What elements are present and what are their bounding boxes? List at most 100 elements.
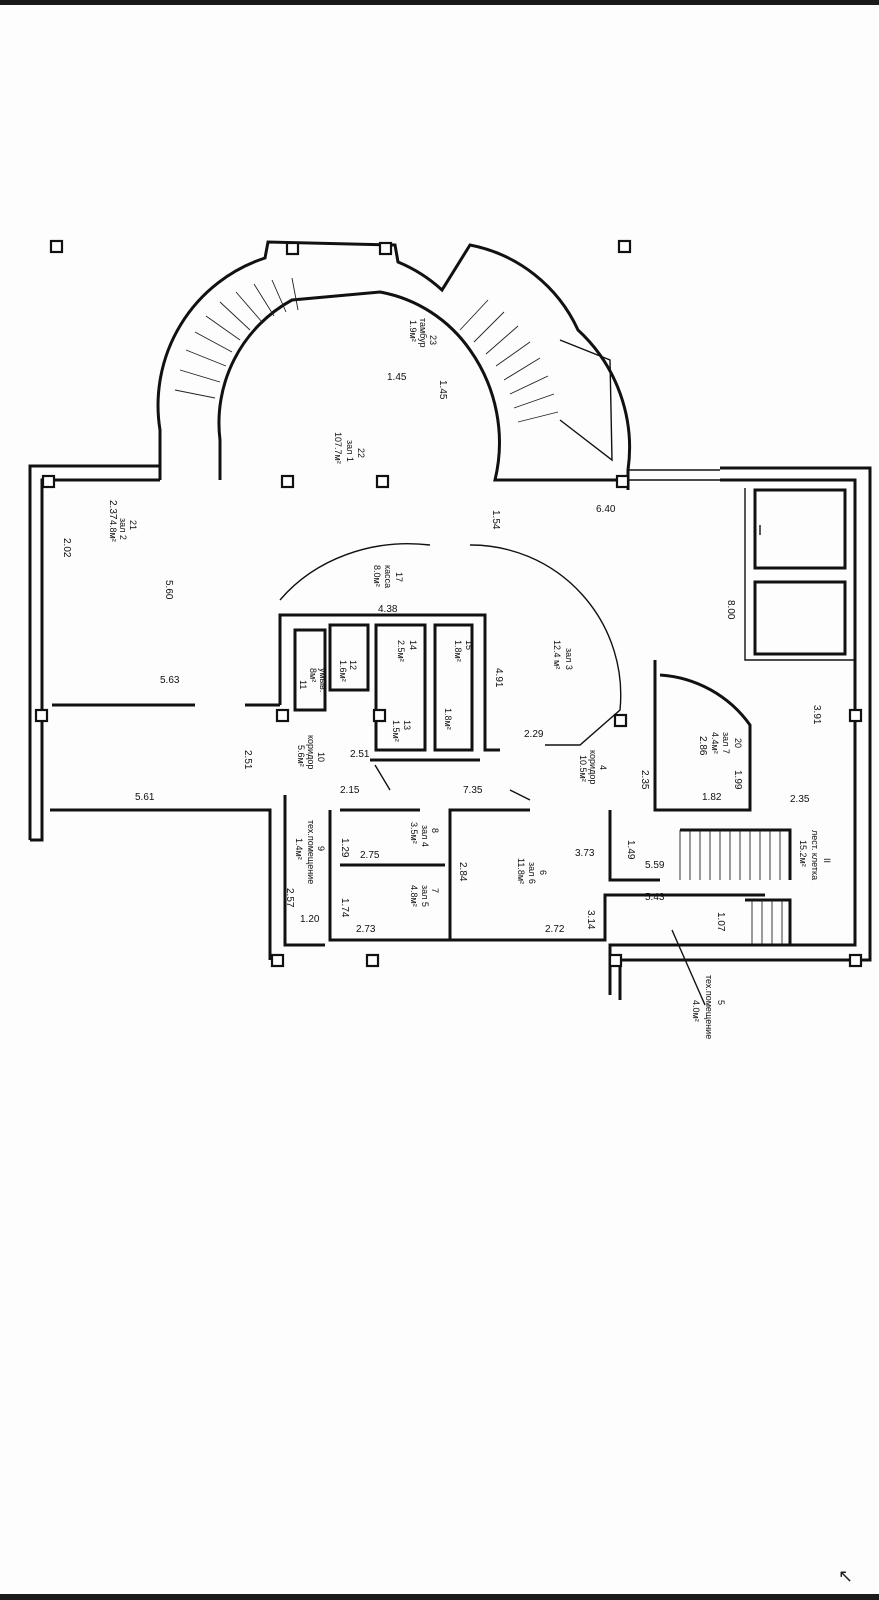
room-name: зал 4 (420, 825, 430, 847)
room-number: 10 (316, 752, 326, 762)
dimension-label: 2.02 (61, 538, 72, 558)
room-name: тамбур (418, 318, 428, 347)
room-area: 11.8м² (516, 858, 526, 884)
dimension-label: 5.63 (160, 675, 180, 686)
room-area: 8.0м² (372, 565, 382, 587)
dimension-label: 2.86 (697, 736, 708, 756)
dimension-label: 1.49 (625, 840, 636, 860)
curved-stair (174, 277, 613, 462)
room-area: 8м² (308, 668, 318, 682)
room-area: 1.6м² (338, 660, 348, 682)
room-name: зал 5 (420, 885, 430, 907)
dimension-label: 3.14 (585, 910, 596, 930)
room-number: II (822, 858, 832, 863)
dimension-label: 2.84 (457, 862, 468, 882)
interior-walls (50, 525, 792, 960)
leader-lines (374, 764, 706, 1006)
room-number: 15 (464, 640, 474, 650)
room-name: касса (383, 565, 393, 588)
dimension-label: 1.54 (490, 510, 501, 530)
room-name: лест. клетка (810, 830, 820, 880)
dimension-label: 6.40 (596, 504, 616, 515)
dimension-label: 2.57 (284, 888, 295, 908)
room-number: 12 (348, 660, 358, 670)
dimension-label: 2.35 (790, 794, 810, 805)
room-area: 3.5м² (409, 822, 419, 844)
room-name: зал 1 (345, 440, 355, 462)
room-number: 8 (430, 828, 440, 833)
room-labels: 22 зал 1 107.7м² 23 тамбур 1.9м² 21 зал … (108, 318, 832, 1039)
dimension-labels: 2.37 2.02 5.60 5.63 2.51 5.61 1.54 6.40 … (61, 372, 822, 935)
room-number: 5 (716, 1000, 726, 1005)
room-number: 21 (128, 520, 138, 530)
dimension-label: 5.61 (135, 792, 155, 803)
dimension-label: 4.38 (378, 604, 398, 615)
dimension-label: 2.73 (356, 924, 376, 935)
room-number: 23 (428, 335, 438, 345)
room-name: коридор (588, 750, 598, 784)
dimension-label: 3.73 (575, 848, 595, 859)
dimension-label: 2.51 (242, 750, 253, 770)
dimension-label: 1.20 (300, 914, 320, 925)
room-area: 12.4 м² (552, 640, 562, 669)
room-name: зал 3 (564, 648, 574, 670)
dimension-label: 2.15 (340, 785, 360, 796)
room-area: 1.5м² (391, 720, 401, 742)
room-number: 17 (394, 572, 404, 582)
room-number: 14 (408, 640, 418, 650)
dimension-label: 2.29 (524, 729, 544, 740)
columns (34, 239, 863, 968)
room-area: 1.4м² (294, 838, 304, 860)
dimension-label: 7.35 (463, 785, 483, 796)
dimension-label: 1.45 (437, 380, 448, 400)
room-number: 11 (298, 680, 308, 689)
room-area: 4.4м² (710, 732, 720, 754)
corner-mark-icon: ↖ (838, 1566, 854, 1587)
room-name: зал 2 (118, 518, 128, 540)
room-area: 10.5м² (578, 755, 588, 782)
room-area: 1.8м² (453, 640, 463, 662)
room-area: 5.6м² (296, 745, 306, 767)
dimension-label: 4.91 (493, 668, 504, 688)
straight-stair (679, 830, 783, 945)
dimension-label: 2.51 (350, 749, 370, 760)
room-number: 22 (356, 448, 366, 458)
dimension-label: 1.29 (339, 838, 350, 858)
dimension-label: 3.91 (811, 705, 822, 725)
room-area: 1.8м² (443, 708, 453, 730)
dimension-label: 2.75 (360, 850, 380, 861)
dimension-label: 2.37 (107, 500, 118, 520)
dimension-label: 1.74 (339, 898, 350, 918)
room-area: 107.7м² (333, 432, 343, 464)
dimension-label: 1.45 (387, 372, 407, 383)
dimension-label: 5.43 (645, 892, 665, 903)
room-area: 4.8м² (409, 885, 419, 907)
room-name: коридор (306, 735, 316, 769)
room-number: 9 (316, 846, 326, 851)
room-name: зал 7 (721, 732, 731, 754)
room-name: умыв. (318, 668, 328, 692)
room-name: тех.помещение (704, 975, 714, 1039)
room-number: 7 (430, 888, 440, 893)
sheet-border-bottom (0, 1594, 879, 1600)
room-number: 13 (402, 720, 412, 730)
room-number: 20 (733, 738, 743, 748)
dimension-label: 5.60 (163, 580, 174, 600)
room-area: 4.8м² (108, 520, 118, 542)
dimension-label: 2.35 (639, 770, 650, 790)
dimension-label: 1.07 (715, 912, 726, 932)
dimension-label: 1.82 (702, 792, 722, 803)
room-area: 2.5м² (396, 640, 406, 662)
room-number: 4 (598, 765, 608, 770)
dimension-label: 5.59 (645, 860, 665, 871)
dimension-label: 2.72 (545, 924, 565, 935)
room-area: 15.2м² (798, 840, 808, 867)
room-name: зал 6 (527, 862, 537, 884)
dimension-label: 1.99 (732, 770, 743, 790)
room-name: тех.помещение (306, 820, 316, 884)
sheet-border-top (0, 0, 879, 5)
room-area: 4.0м² (691, 1000, 701, 1022)
dimension-label: 8.00 (725, 600, 736, 620)
